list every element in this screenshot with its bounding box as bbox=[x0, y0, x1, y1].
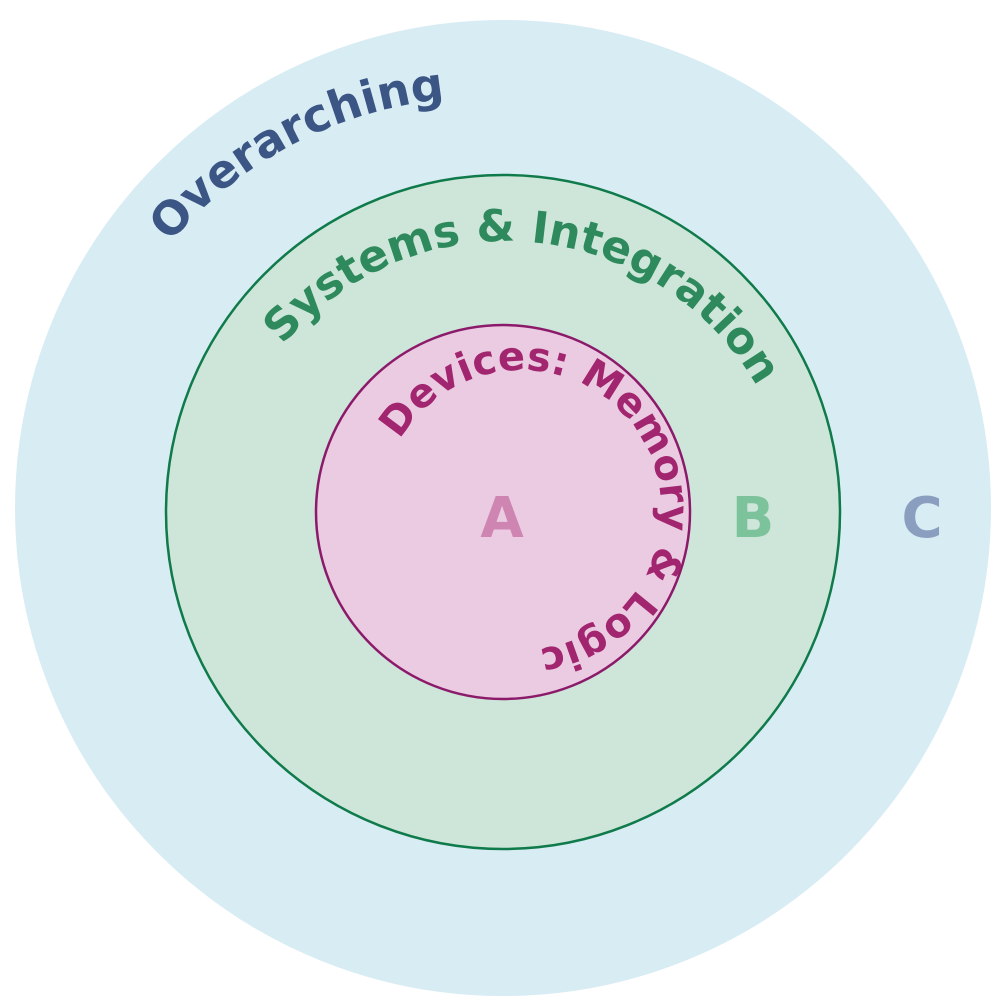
outer-ring-letter: C bbox=[901, 486, 942, 551]
inner-circle bbox=[314, 323, 692, 701]
middle-ring-letter: B bbox=[732, 486, 775, 551]
inner-ring-letter: A bbox=[480, 486, 524, 551]
